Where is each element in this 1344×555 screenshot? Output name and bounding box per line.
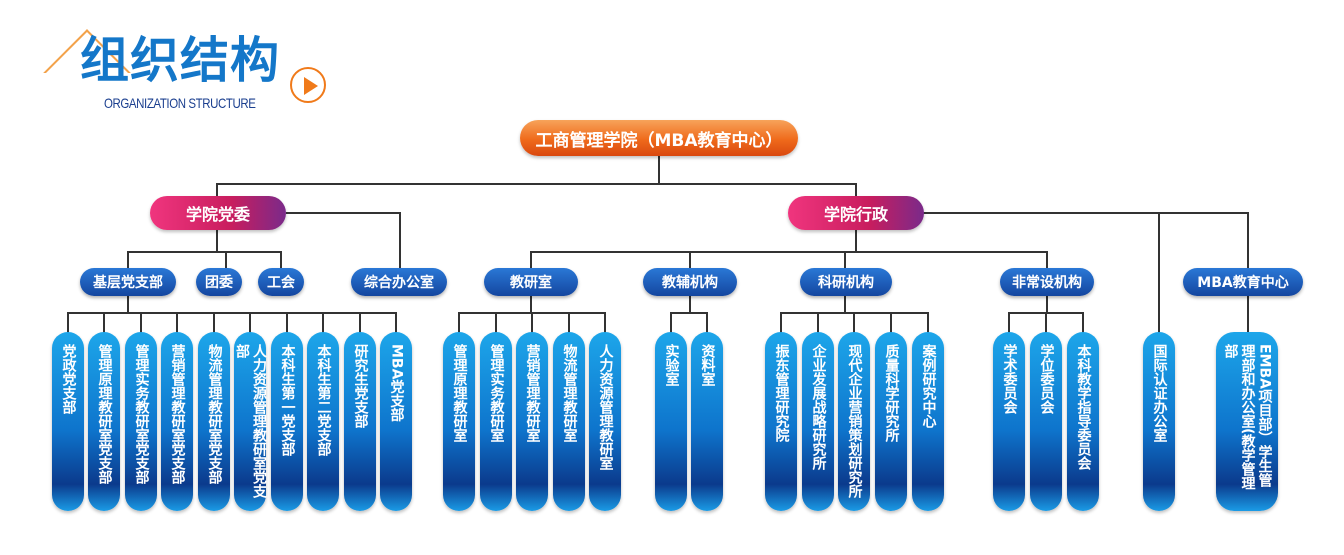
connector (670, 312, 672, 333)
leaf-node: 人力资源管理教研室 (589, 332, 621, 511)
connector (127, 296, 129, 313)
connector (853, 312, 855, 333)
connector (286, 212, 400, 214)
connector (890, 312, 892, 333)
leaf-node: 本科生第一党支部 (271, 332, 303, 511)
leaf-node: 实验室 (655, 332, 687, 511)
page-title: 组织结构 (80, 32, 281, 89)
connector (399, 212, 401, 269)
connector (530, 251, 1047, 253)
connector (140, 312, 142, 333)
page-subtitle: ORGANIZATION STRUCTURE (104, 95, 256, 111)
connector (530, 251, 532, 269)
connector (1158, 212, 1160, 333)
node-zonghe: 综合办公室 (351, 268, 447, 296)
leaf-node: 管理实务教研室党支部 (125, 332, 157, 511)
connector (1046, 296, 1048, 313)
connector (216, 230, 218, 252)
connector (568, 312, 570, 333)
leaf-node: 资料室 (691, 332, 723, 511)
connector (1046, 251, 1048, 269)
connector (855, 230, 857, 252)
connector (225, 251, 227, 269)
connector (855, 183, 857, 197)
connector (844, 251, 846, 269)
connector (922, 212, 1249, 214)
connector (127, 251, 129, 269)
connector (458, 312, 460, 333)
connector (670, 312, 708, 314)
leaf-node: 学术委员会 (993, 332, 1025, 511)
connector (127, 251, 281, 253)
leaf-node: 国际认证办公室 (1143, 332, 1175, 511)
connector (927, 312, 929, 333)
node-tuanwei: 团委 (196, 268, 242, 296)
connector (1008, 312, 1010, 333)
connector (67, 312, 397, 314)
play-icon (290, 67, 326, 103)
connector (780, 312, 782, 333)
connector (706, 312, 708, 333)
connector (1082, 312, 1084, 333)
node-gonghui: 工会 (258, 268, 304, 296)
leaf-node: EMBA项目部）学生管理部和办公室(教学管理部 (1216, 332, 1278, 511)
connector (280, 251, 282, 269)
leaf-node: 案例研究中心 (912, 332, 944, 511)
leaf-node: MBA党支部 (380, 332, 412, 511)
connector (1045, 312, 1047, 333)
connector (216, 183, 856, 185)
connector (216, 183, 218, 197)
node-mba: MBA教育中心 (1183, 268, 1303, 296)
leaf-node: 本科生第二党支部 (307, 332, 339, 511)
connector (176, 312, 178, 333)
connector (495, 312, 497, 333)
connector (322, 312, 324, 333)
leaf-node: 营销管理教研室党支部 (161, 332, 193, 511)
leaf-node: 本科教学指导委员会 (1067, 332, 1099, 511)
connector (286, 312, 288, 333)
leaf-node: 物流管理教研室 (553, 332, 585, 511)
leaf-node: 党政党支部 (52, 332, 84, 511)
leaf-node: 管理原理教研室党支部 (88, 332, 120, 511)
leaf-node: 管理原理教研室 (443, 332, 475, 511)
leaf-node: 企业发展战略研究所 (802, 332, 834, 511)
leaf-node: 管理实务教研室 (480, 332, 512, 511)
leaf-node: 研究生党支部 (344, 332, 376, 511)
connector (530, 296, 532, 313)
connector (249, 312, 251, 333)
node-jiceng: 基层党支部 (80, 268, 176, 296)
leaf-node: 现代企业营销策划研究所 (838, 332, 870, 511)
connector (844, 296, 846, 313)
connector (689, 251, 691, 269)
party-committee-node: 学院党委 (150, 196, 286, 230)
leaf-node: 振东管理研究院 (765, 332, 797, 511)
connector (689, 296, 691, 313)
connector (213, 312, 215, 333)
root-node: 工商管理学院（MBA教育中心） (520, 120, 798, 156)
connector (1247, 296, 1249, 333)
connector (103, 312, 105, 333)
leaf-node: 营销管理教研室 (516, 332, 548, 511)
leaf-node: 学位委员会 (1030, 332, 1062, 511)
node-jiaoyan: 教研室 (484, 268, 578, 296)
leaf-node: 物流管理教研室党支部 (198, 332, 230, 511)
node-jiaofu: 教辅机构 (643, 268, 737, 296)
leaf-node: 人力资源管理教研室党支部 (234, 332, 267, 511)
connector (531, 312, 533, 333)
connector (67, 312, 69, 333)
leaf-node: 质量科学研究所 (875, 332, 907, 511)
connector (658, 156, 660, 184)
connector (395, 312, 397, 333)
administration-node: 学院行政 (788, 196, 924, 230)
node-feichang: 非常设机构 (1000, 268, 1094, 296)
connector (604, 312, 606, 333)
node-keyan: 科研机构 (800, 268, 892, 296)
connector (359, 312, 361, 333)
connector (817, 312, 819, 333)
connector (1247, 212, 1249, 269)
